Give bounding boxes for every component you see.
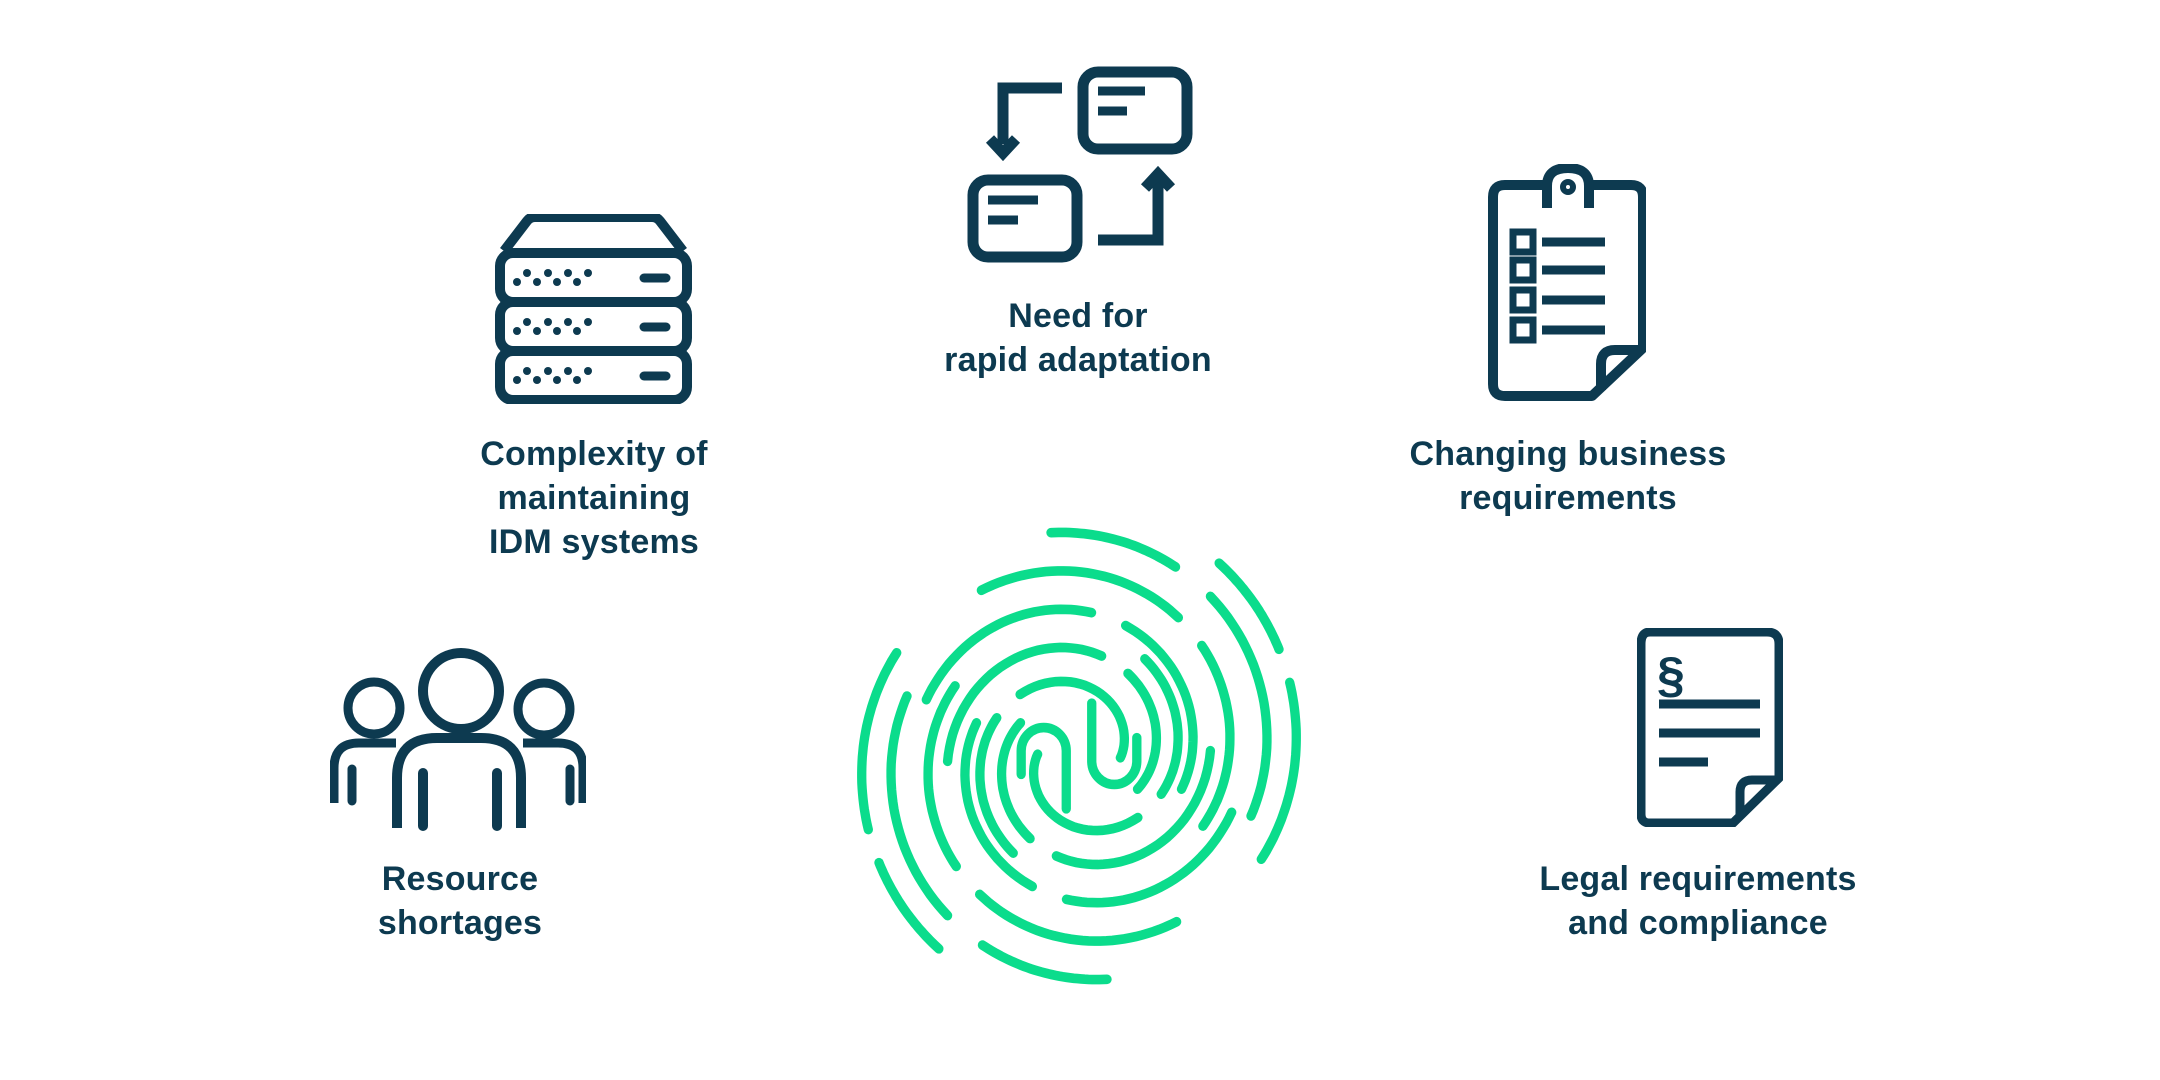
fingerprint-ridge — [921, 604, 1097, 705]
fingerprint-ridge — [1205, 591, 1272, 821]
server-stack-icon — [495, 214, 692, 404]
item-label-complexity: Complexity of maintaining IDM systems — [480, 435, 708, 561]
fingerprint-ridge — [975, 712, 1018, 858]
sync-boxes-icon — [967, 66, 1193, 263]
fingerprint-ridge — [1087, 698, 1142, 790]
checklist-clipboard-icon — [1488, 164, 1646, 401]
server-leds — [513, 269, 592, 384]
fingerprint-ridge — [996, 718, 1035, 844]
paragraph-symbol: § — [1657, 647, 1685, 703]
fingerprint-ridge — [1046, 527, 1181, 572]
fingerprint-ridge — [857, 647, 902, 835]
fingerprint-ridge — [942, 642, 1107, 767]
fingerprint-ridge — [1256, 677, 1301, 865]
fingerprint-ridge — [1061, 807, 1237, 908]
fingerprint-ridge — [886, 691, 953, 921]
item-label-legal-compliance: Legal requirements and compliance — [1539, 860, 1857, 942]
fingerprint-swirl-icon — [857, 527, 1301, 985]
clipboard-clip — [1542, 164, 1594, 208]
fingerprint-ridge — [1197, 640, 1235, 831]
fingerprint-ridge — [960, 718, 1038, 892]
fingerprint-ridge — [1051, 745, 1216, 870]
fingerprint-ridge — [1140, 654, 1183, 800]
people-group-icon — [330, 648, 586, 831]
fingerprint-ridge — [976, 566, 1184, 623]
fingerprint-ridge — [1120, 620, 1198, 794]
fingerprint-ridge — [977, 940, 1112, 985]
fingerprint-ridge — [1015, 676, 1130, 763]
legal-document-icon: § — [1637, 628, 1783, 827]
fingerprint-ridge — [1028, 749, 1143, 836]
item-label-business-requirements: Changing business requirements — [1409, 435, 1727, 517]
fingerprint-ridge — [923, 681, 961, 872]
item-label-resource-shortages: Resource shortages — [377, 860, 543, 942]
fingerprint-ridge — [1123, 668, 1162, 794]
fingerprint-ridge — [1214, 558, 1284, 655]
item-label-rapid-adaptation: Need for rapid adaptation — [944, 297, 1212, 379]
fingerprint-ridge — [1016, 722, 1071, 814]
fingerprint-ridge — [874, 857, 944, 954]
fingerprint-ridge — [974, 889, 1182, 946]
